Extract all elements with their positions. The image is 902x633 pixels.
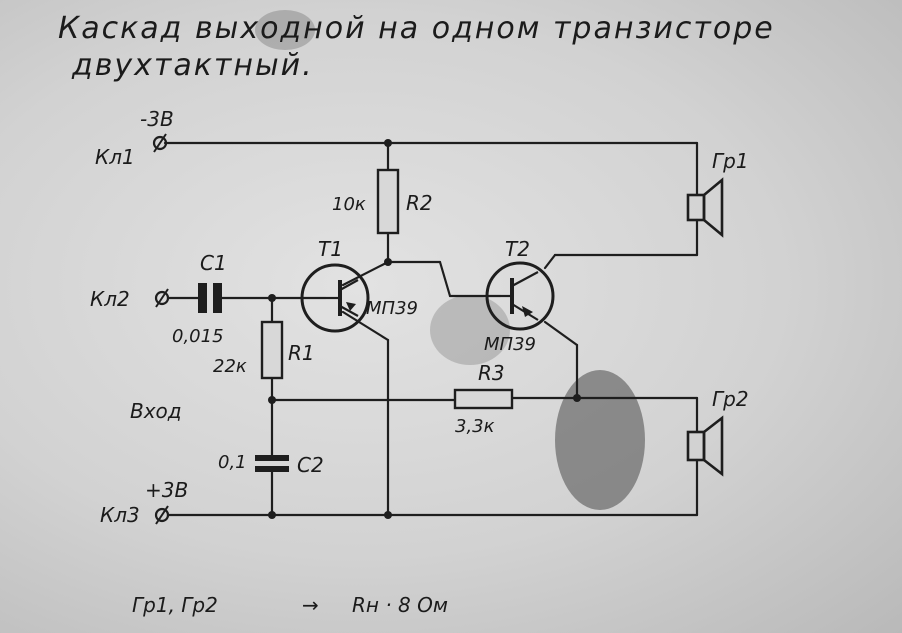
label-c2: C2 <box>297 453 324 477</box>
title-line-1: Каскад выходной на одном транзисторе <box>58 11 775 46</box>
junction-dot <box>384 139 392 147</box>
speaker-gr1 <box>686 177 724 238</box>
terminal-kl2 <box>154 288 170 308</box>
value-r2: 10к <box>332 194 366 215</box>
label-r1: R1 <box>288 341 315 365</box>
label-gr2: Гр2 <box>712 387 749 411</box>
title-line-2: двухтактный. <box>71 48 314 83</box>
resistor-r2 <box>376 168 400 235</box>
value-r3: 3,3к <box>455 416 495 437</box>
label-r3: R3 <box>478 361 505 385</box>
type-t1: МП39 <box>366 298 418 319</box>
junction-dot <box>268 294 276 302</box>
ink-stain <box>255 10 315 50</box>
ink-stain <box>555 370 645 510</box>
capacitor-c2 <box>255 455 289 472</box>
capacitor-c1 <box>198 283 222 313</box>
wire-to-t2-base <box>438 260 452 298</box>
wire-t2-collector <box>543 253 557 270</box>
type-t2: МП39 <box>484 334 536 355</box>
footnote-load: Rн · 8 Ом <box>352 593 448 617</box>
junction-dot <box>384 258 392 266</box>
terminal-kl1 <box>152 133 168 153</box>
transistor-t1 <box>300 263 370 333</box>
label-input: Вход <box>130 399 182 423</box>
label-t1: T1 <box>318 237 343 261</box>
label-minus-3v: -3В <box>140 107 174 131</box>
value-r1: 22к <box>213 356 247 377</box>
transistor-t2 <box>485 261 555 331</box>
junction-dot <box>573 394 581 402</box>
wire-t1-collector-lead <box>341 260 390 287</box>
label-gr1: Гр1 <box>712 149 749 173</box>
speaker-gr2 <box>686 415 724 477</box>
wire-t1-emitter-lead <box>341 310 390 342</box>
wire-t2-emitter-lead <box>543 320 579 347</box>
footnote-speakers: Гр1, Гр2 <box>132 593 218 617</box>
label-kl1: Кл1 <box>95 145 135 169</box>
footnote-arrow: → <box>302 593 319 617</box>
value-c1: 0,015 <box>172 326 224 347</box>
label-t2: T2 <box>505 237 530 261</box>
label-plus-3v: +3В <box>145 478 188 502</box>
junction-dot <box>268 511 276 519</box>
resistor-r1 <box>260 320 284 380</box>
value-c2: 0,1 <box>218 452 247 473</box>
junction-dot <box>384 511 392 519</box>
label-c1: C1 <box>200 251 227 275</box>
label-kl2: Кл2 <box>90 287 130 311</box>
label-kl3: Кл3 <box>100 503 140 527</box>
resistor-r3 <box>453 388 514 410</box>
junction-dot <box>268 396 276 404</box>
label-r2: R2 <box>406 191 433 215</box>
terminal-kl3 <box>154 505 170 525</box>
